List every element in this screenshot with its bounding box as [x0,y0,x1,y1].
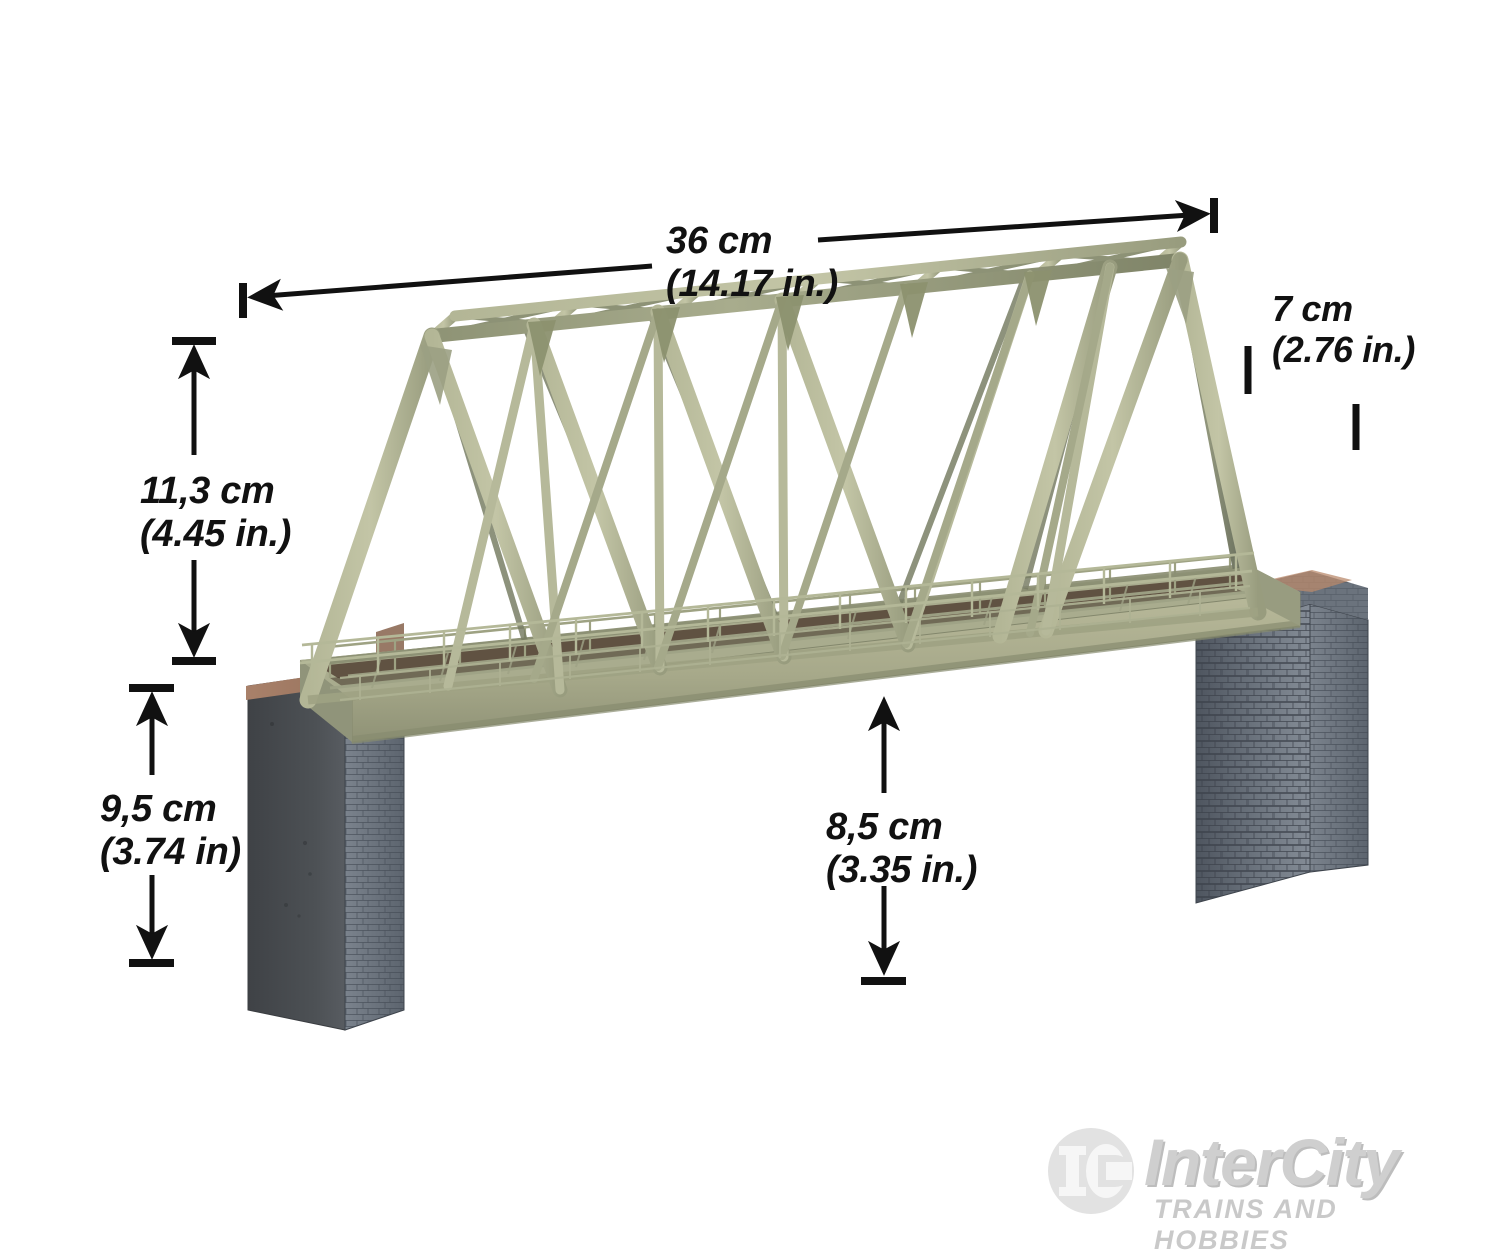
clearance-imperial: (3.35 in.) [826,849,978,892]
width-imperial: (2.76 in.) [1272,329,1416,371]
near-truss [299,251,1267,709]
pier-metric: 9,5 cm [100,788,217,830]
dimension-label-abutment-height: 9,5 cm (3.74 in) [100,788,241,875]
dimension-width [1244,346,1360,450]
height-imperial: (4.45 in.) [140,513,292,556]
dimension-length [239,198,1218,318]
dimension-label-width: 7 cm (2.76 in.) [1272,288,1415,370]
length-imperial: (14.17 in.) [666,263,838,306]
length-metric: 36 cm [666,220,773,262]
inner-deck-railing [339,584,1251,702]
width-metric: 7 cm [1272,288,1353,329]
dimension-label-clearance: 8,5 cm (3.35 in.) [826,806,977,893]
dimension-clearance [861,696,906,985]
near-walkway-railing [299,551,1255,680]
height-metric: 11,3 cm [140,470,275,512]
pier-imperial: (3.74 in) [100,831,241,874]
left-abutment [246,623,405,1031]
top-lateral-bracing [427,236,1187,341]
dimension-label-length: 36 cm (14.17 in.) [666,220,838,307]
dimension-abutment-height [129,684,174,967]
dimension-truss-height [172,337,216,665]
clearance-metric: 8,5 cm [826,806,943,848]
dimension-label-truss-height: 11,3 cm (4.45 in.) [140,470,291,557]
